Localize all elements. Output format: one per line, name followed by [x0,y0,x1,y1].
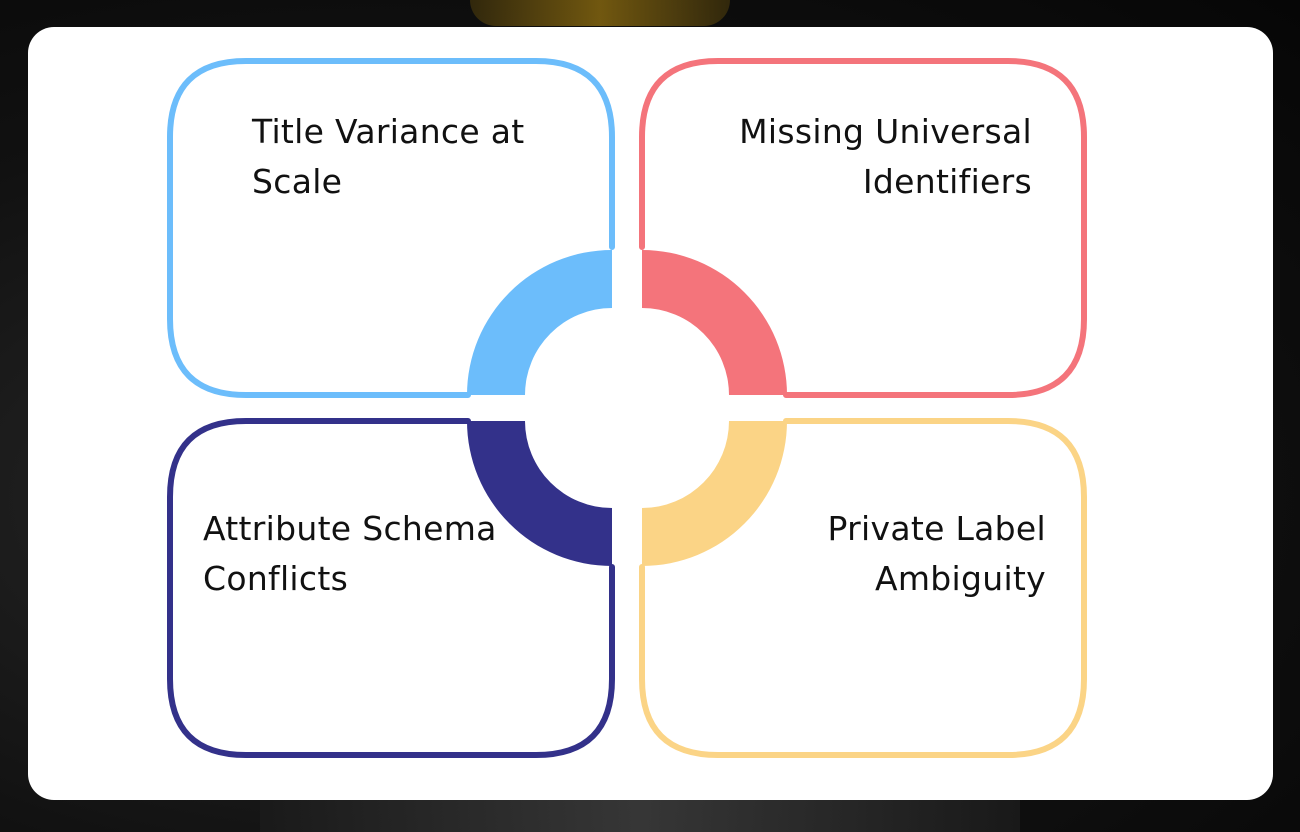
label-private-label: Private Label Ambiguity [827,509,1046,598]
label-missing-identifiers: Missing Universal Identifiers [739,112,1032,201]
ring-segment-top-right [642,250,787,395]
ring-segment-top-left [467,250,612,395]
box-top-right [639,58,1087,398]
diagram-card: Title Variance at Scale Missing Universa… [28,27,1273,800]
box-bottom-left [167,418,615,758]
box-top-left [167,58,615,398]
label-title-variance: Title Variance at Scale [252,112,525,201]
quadrant-diagram [167,58,1087,758]
background-accent-bottom [260,800,1020,832]
background-accent-top [470,0,730,26]
label-attribute-schema: Attribute Schema Conflicts [203,509,497,598]
ring-segment-bottom-right [642,421,787,566]
box-bottom-right [639,418,1087,758]
ring-segment-bottom-left [467,421,612,566]
